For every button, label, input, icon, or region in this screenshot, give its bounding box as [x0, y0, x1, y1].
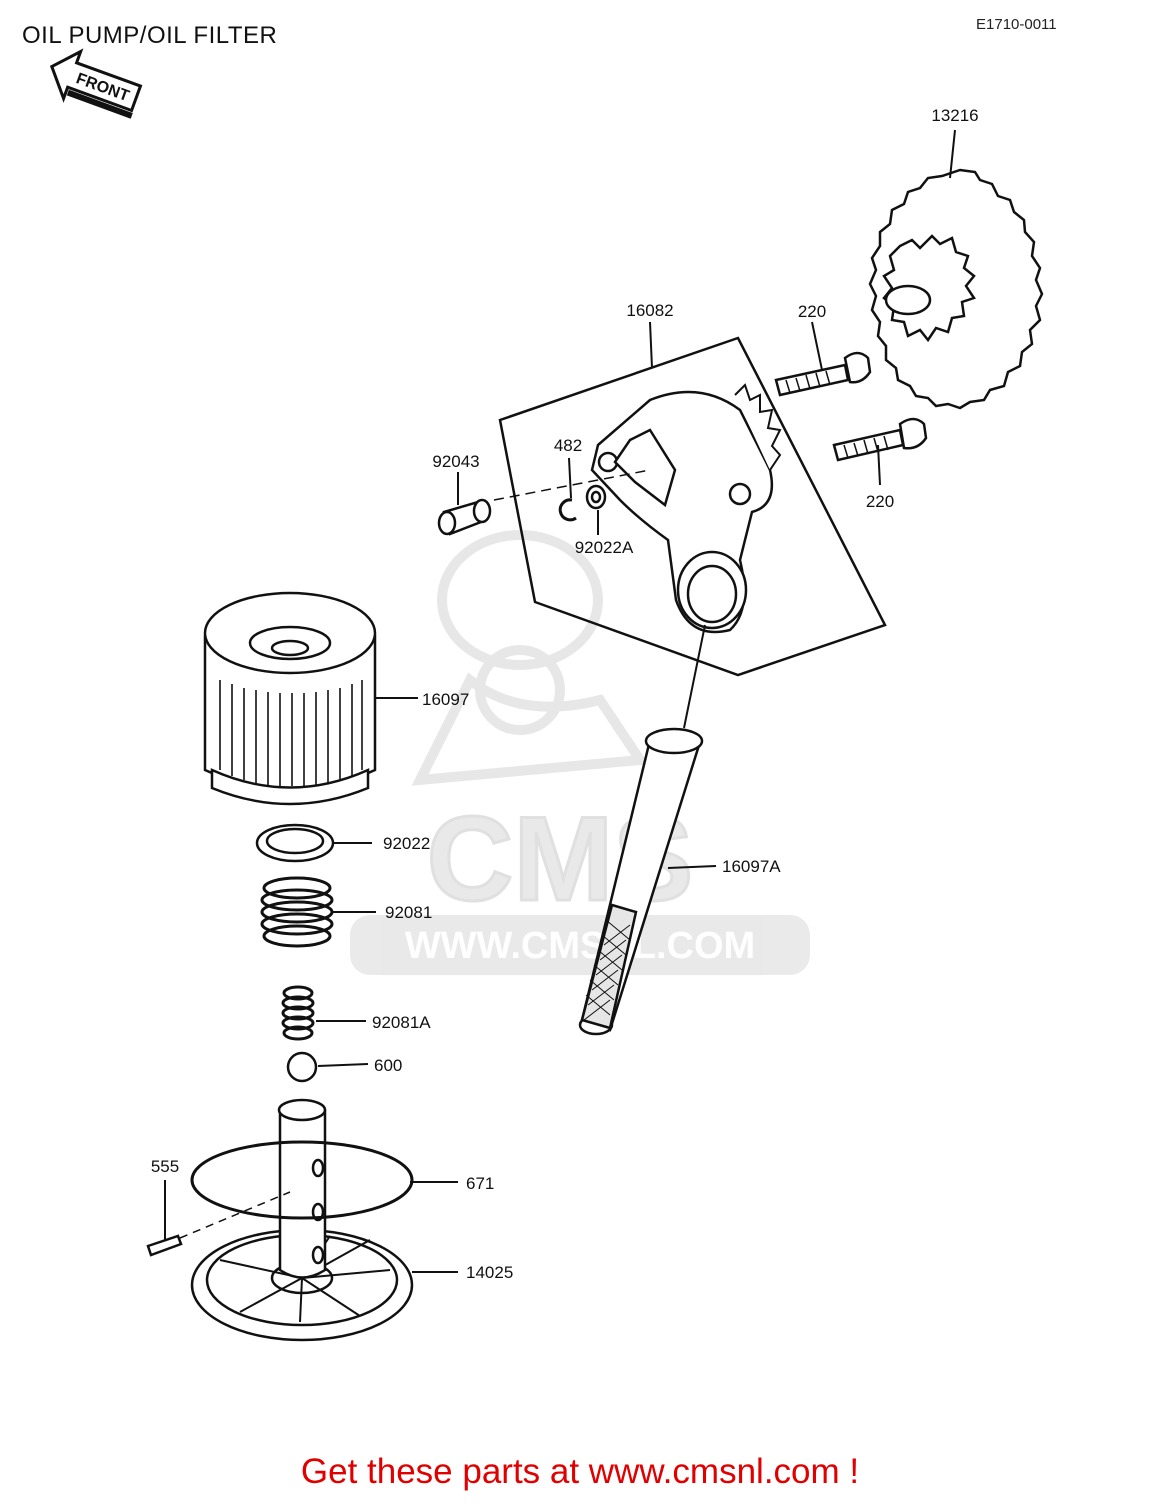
washer-small [585, 484, 607, 510]
part-label: 13216 [931, 106, 978, 125]
washer-large [255, 823, 335, 863]
oil-strainer [578, 727, 704, 1036]
part-label: 92043 [432, 452, 479, 471]
part-label: 220 [798, 302, 826, 321]
circlip [558, 498, 577, 522]
watermark-url: WWW.CMSNL.COM [405, 925, 755, 967]
part-label: 16082 [626, 301, 673, 320]
part-label: 16097A [722, 857, 781, 876]
front-arrow-icon: FRONT [49, 48, 143, 119]
spring-large [260, 876, 334, 948]
diagram-code: E1710-0011 [976, 16, 1057, 33]
footer-cta-link[interactable]: Get these parts at www.cmsnl.com ! [300, 1452, 860, 1491]
filter-cover [190, 1098, 414, 1342]
part-label: 482 [554, 436, 582, 455]
part-label: 14025 [466, 1263, 513, 1282]
part-label: 92081 [385, 903, 432, 922]
spring-small [281, 985, 315, 1041]
part-label: 92081A [372, 1013, 431, 1032]
drive-gear [868, 168, 1044, 410]
part-label: 92022 [383, 834, 430, 853]
watermark: CMS WWW.CMSNL.COM [350, 530, 810, 975]
part-label: 16097 [422, 690, 469, 709]
o-ring [190, 1140, 414, 1220]
pin-guide-line [179, 1191, 291, 1239]
part-label: 220 [866, 492, 894, 511]
oil-pump-assembly [498, 336, 887, 677]
check-ball [286, 1051, 318, 1083]
part-label: 555 [151, 1157, 179, 1176]
oil-filter [203, 591, 377, 806]
leader-lines [164, 129, 956, 1273]
bolt-upper [774, 351, 872, 397]
page-title: OIL PUMP/OIL FILTER [22, 22, 278, 49]
part-label: 600 [374, 1056, 402, 1075]
part-label: 671 [466, 1174, 494, 1193]
oil-pump-body [590, 383, 782, 634]
assembly-guide-line [493, 469, 651, 501]
bolt-lower [832, 417, 928, 462]
pin [146, 1234, 183, 1257]
part-labels: 13216 16082 220 220 92043 482 92022A 160… [151, 106, 979, 1282]
part-label: 92022A [575, 538, 634, 557]
dowel-pin [437, 498, 492, 536]
